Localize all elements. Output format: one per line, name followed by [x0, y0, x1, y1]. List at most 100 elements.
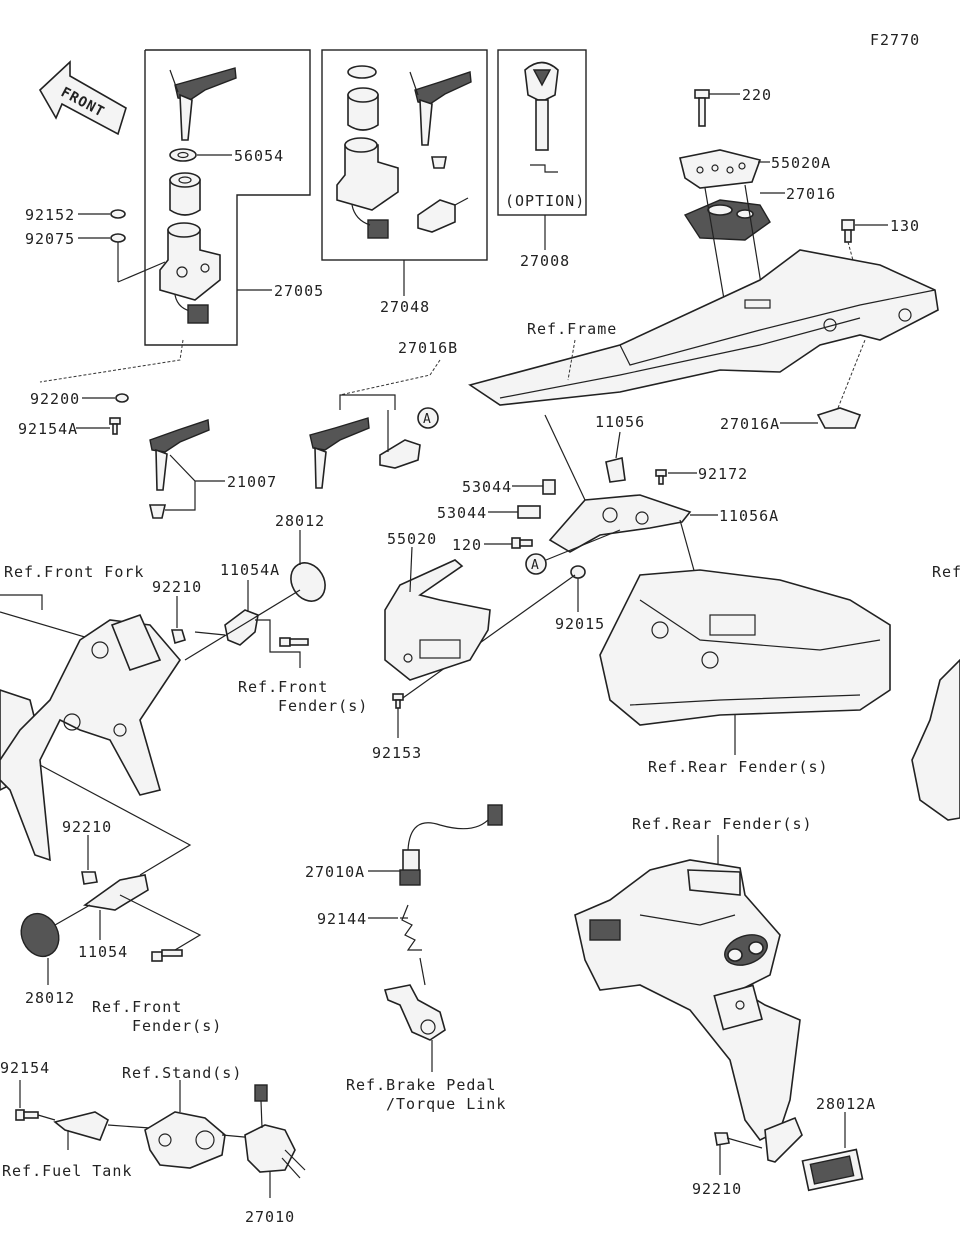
key-icon: [169, 67, 237, 141]
ref-fuel-tank: Ref.Fuel Tank: [2, 1162, 132, 1180]
part-27048: 27048: [380, 298, 430, 316]
screw-icon: [15, 1109, 39, 1121]
option-label: (OPTION): [505, 192, 585, 210]
part-55020A: 55020A: [771, 154, 831, 172]
part-27010: 27010: [245, 1208, 295, 1226]
sensor-icon: [605, 457, 626, 483]
lock-set-box: [321, 49, 488, 261]
ref-front-fender-1b: Fender(s): [278, 697, 368, 715]
part-92153: 92153: [372, 744, 422, 762]
frame-icon: [468, 249, 939, 406]
part-11056A: 11056A: [719, 507, 779, 525]
part-28012-b: 28012: [25, 989, 75, 1007]
part-92152: 92152: [25, 206, 75, 224]
part-92154A: 92154A: [18, 420, 78, 438]
figure-code: F2770: [870, 31, 920, 49]
marker-a: [525, 553, 547, 575]
nut-icon: [714, 1132, 730, 1146]
front-arrow-icon: FRONT: [38, 60, 127, 136]
part-27010A: 27010A: [305, 863, 365, 881]
ref-front-fender-1a: Ref.Front: [238, 678, 328, 696]
part-27016: 27016: [786, 185, 836, 203]
key-icon: [409, 71, 472, 146]
washer-icon: [110, 209, 126, 219]
nut-icon: [170, 629, 186, 645]
ref-front-fender-2b: Fender(s): [132, 1017, 222, 1035]
washer-icon: [110, 233, 126, 243]
part-92154: 92154: [0, 1059, 50, 1077]
ignition-switch-icon: [336, 144, 399, 211]
key-icon: [149, 419, 210, 491]
fork-icon: [0, 613, 182, 862]
part-130: 130: [890, 217, 920, 235]
cap-icon: [347, 94, 379, 131]
switch-bracket-icon: [683, 199, 771, 241]
part-27016A: 27016A: [720, 415, 780, 433]
bolt-icon: [148, 504, 167, 519]
license-bracket-icon: [764, 1116, 803, 1163]
nut-icon: [81, 871, 98, 885]
ignition-switch-icon: [159, 222, 221, 324]
part-92075: 92075: [25, 230, 75, 248]
brake-switch-icon: [399, 804, 503, 886]
part-11054: 11054: [78, 943, 128, 961]
bracket-icon: [224, 609, 259, 646]
part-220: 220: [742, 86, 772, 104]
bolt-icon: [279, 637, 309, 647]
part-92210-c: 92210: [692, 1180, 742, 1198]
bolt-icon: [694, 89, 710, 127]
screw-icon: [392, 693, 404, 709]
cap-icon: [169, 172, 201, 216]
screw-icon: [655, 469, 667, 485]
fork-icon: [911, 658, 960, 821]
key-icon: [309, 417, 370, 489]
part-53044-a: 53044: [462, 478, 512, 496]
reflector-icon: [801, 1148, 864, 1192]
key-icon: [524, 61, 559, 151]
part-56054: 56054: [234, 147, 284, 165]
part-92210-a: 92210: [152, 578, 202, 596]
bolt-icon: [841, 219, 855, 243]
rear-fender-icon: [599, 569, 891, 726]
part-120: 120: [452, 536, 482, 554]
part-92144: 92144: [317, 910, 367, 928]
bracket-icon: [53, 1111, 109, 1141]
bracket-icon: [548, 494, 692, 553]
ref-brake-pedal-a: Ref.Brake Pedal: [346, 1076, 496, 1094]
washer-icon: [347, 65, 377, 79]
stand-bracket-icon: [144, 1111, 226, 1169]
washer-icon: [115, 393, 129, 403]
reflector-icon: [20, 912, 60, 958]
part-27016B: 27016B: [398, 339, 458, 357]
part-27008: 27008: [520, 252, 570, 270]
bracket-icon: [82, 874, 149, 911]
part-28012A: 28012A: [816, 1095, 876, 1113]
ignition-switch-set-box: [144, 49, 311, 346]
bolt-icon: [151, 949, 183, 962]
part-55020: 55020: [387, 530, 437, 548]
part-21007: 21007: [227, 473, 277, 491]
screw-icon: [109, 417, 121, 435]
rear-fender-icon: [574, 859, 801, 1142]
ref-rear-fender-1: Ref.Rear Fender(s): [648, 758, 829, 776]
ref-frame: Ref.Frame: [527, 320, 617, 338]
washer-icon: [169, 148, 197, 162]
ref-front-fork: Ref.Front Fork: [4, 563, 144, 581]
part-11056: 11056: [595, 413, 645, 431]
switch-bracket-icon: [816, 407, 862, 429]
collar-icon: [517, 505, 541, 519]
option-key-box: (OPTION): [497, 49, 587, 216]
ref-front-fender-2a: Ref.Front: [92, 998, 182, 1016]
marker-a: [417, 407, 439, 429]
marker-a-label: A: [531, 558, 540, 573]
brake-pedal-icon: [383, 957, 446, 1041]
ref-stand: Ref.Stand(s): [122, 1064, 242, 1082]
bolt-icon: [511, 537, 533, 549]
part-92172: 92172: [698, 465, 748, 483]
ref-right-edge: Ref: [932, 563, 960, 581]
lock-bracket-icon: [417, 199, 456, 233]
part-92210-b: 92210: [62, 818, 112, 836]
cover-icon: [384, 559, 491, 681]
marker-a-label: A: [423, 412, 432, 427]
